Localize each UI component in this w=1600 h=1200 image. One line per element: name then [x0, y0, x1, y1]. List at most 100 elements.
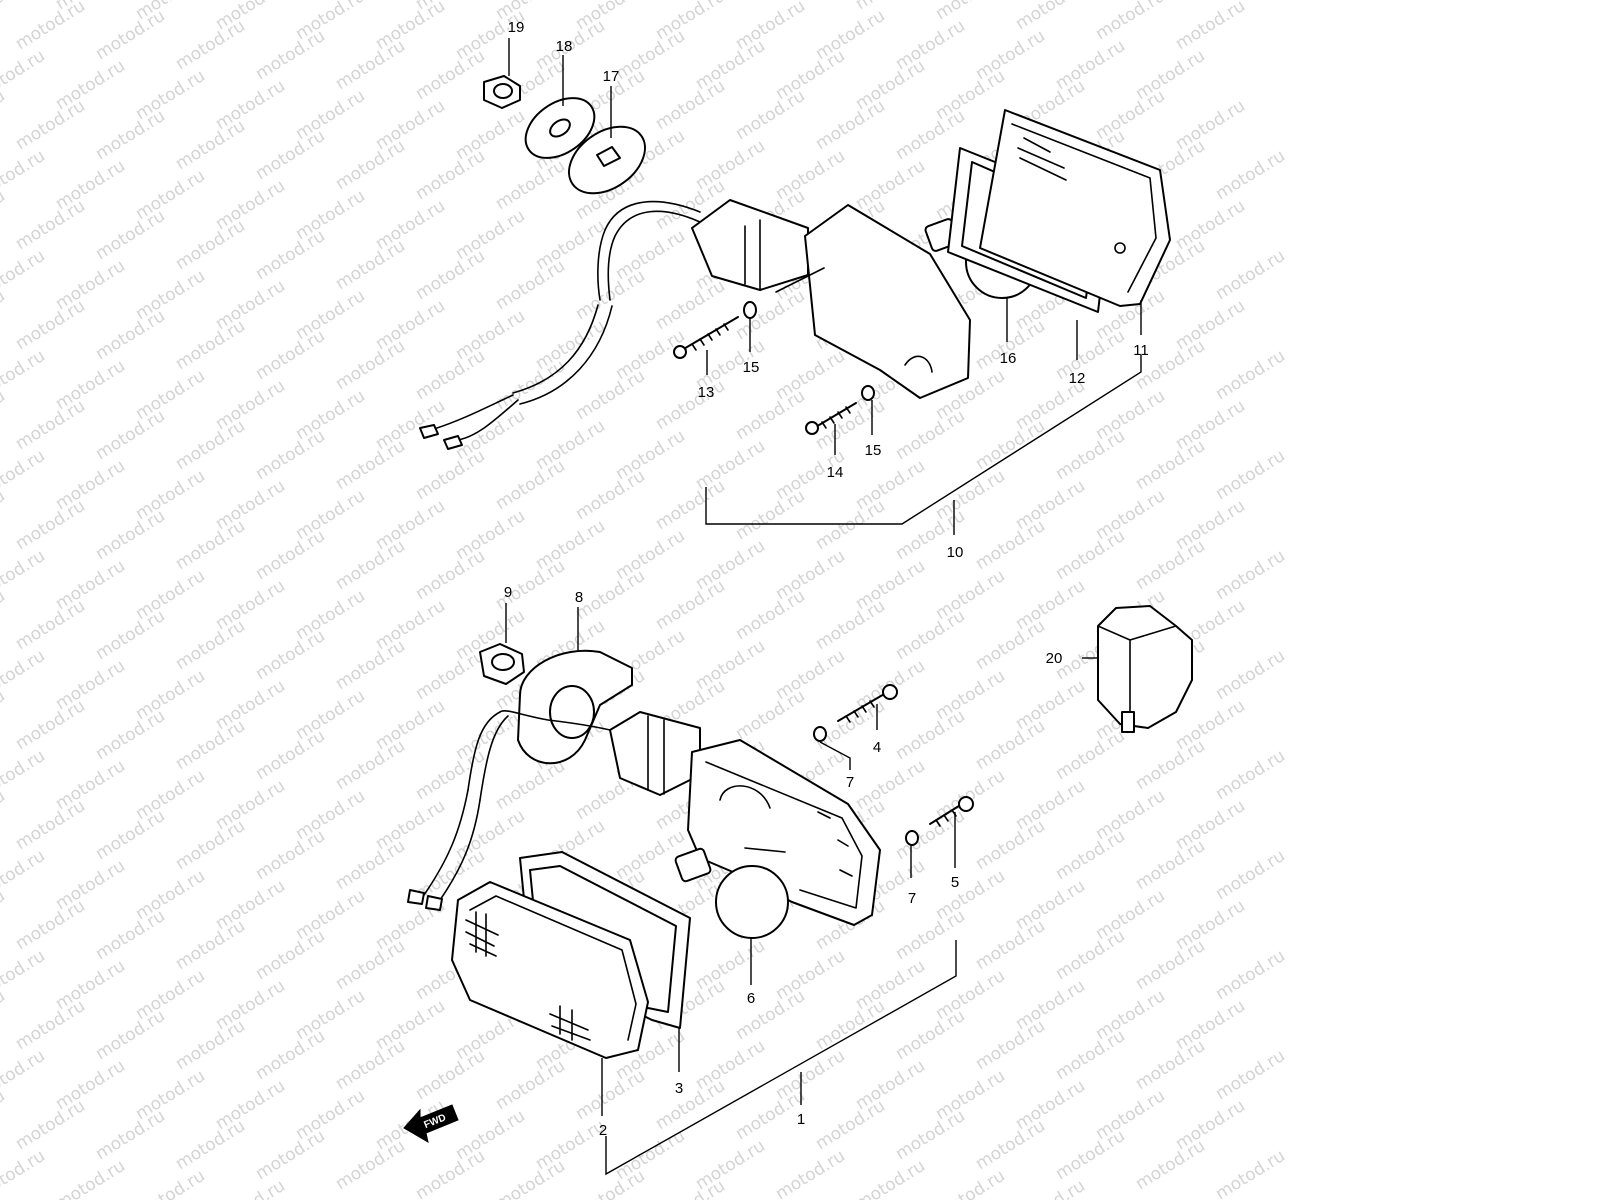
screw-13[interactable]: [673, 316, 739, 359]
watermark-text: motod.ru: [972, 816, 1049, 874]
watermark-text: motod.ru: [332, 1036, 409, 1094]
watermark-text: motod.ru: [412, 546, 489, 604]
watermark-text: motod.ru: [412, 446, 489, 504]
watermark-text: motod.ru: [732, 986, 809, 1044]
washer-15-upper[interactable]: [743, 301, 757, 319]
watermark-text: motod.ru: [0, 1146, 49, 1200]
watermark-text: motod.ru: [852, 0, 929, 14]
callout-9: 9: [504, 584, 512, 601]
watermark-text: motod.ru: [892, 606, 969, 664]
watermark-text: motod.ru: [1212, 1046, 1289, 1104]
washer-18[interactable]: [515, 86, 606, 171]
watermark-text: motod.ru: [1212, 546, 1289, 604]
watermark-text: motod.ru: [252, 226, 329, 284]
watermark-text: motod.ru: [132, 1166, 209, 1200]
relay-20[interactable]: [1097, 605, 1193, 733]
signal-housing-lower[interactable]: [609, 711, 881, 926]
watermark-text: motod.ru: [52, 1156, 129, 1200]
watermark-text: motod.ru: [252, 326, 329, 384]
watermark-text: motod.ru: [812, 1096, 889, 1154]
watermark-text: motod.ru: [92, 506, 169, 564]
watermark-text: motod.ru: [412, 746, 489, 804]
watermark-text: motod.ru: [1212, 446, 1289, 504]
watermark-text: motod.ru: [12, 196, 89, 254]
watermark-text: motod.ru: [252, 926, 329, 984]
nut-19[interactable]: [483, 75, 521, 109]
watermark-text: motod.ru: [412, 146, 489, 204]
watermark-text: motod.ru: [732, 486, 809, 544]
watermark-text: motod.ru: [972, 916, 1049, 974]
arrow-left-icon: [403, 1104, 459, 1144]
watermark-text: motod.ru: [172, 916, 249, 974]
screw-4[interactable]: [837, 684, 898, 723]
callout-10: 10: [947, 544, 964, 561]
watermark-text: motod.ru: [172, 716, 249, 774]
watermark-text: motod.ru: [892, 1006, 969, 1064]
watermark-text: motod.ru: [172, 616, 249, 674]
washer-7-lower[interactable]: [905, 830, 919, 846]
washer-15-lower[interactable]: [861, 385, 875, 401]
lower-turn-signal-assembly: [407, 643, 974, 1059]
watermark-text: motod.ru: [972, 416, 1049, 474]
watermark-text: motod.ru: [1012, 0, 1089, 34]
screw-5[interactable]: [929, 796, 974, 827]
lens-2[interactable]: [451, 881, 649, 1059]
callout-8: 8: [575, 589, 583, 606]
watermark-text: motod.ru: [332, 336, 409, 394]
watermark-text: motod.ru: [12, 0, 89, 54]
watermark-text: motod.ru: [172, 216, 249, 274]
watermark-text: motod.ru: [852, 1156, 929, 1200]
watermark-text: motod.ru: [932, 0, 1009, 24]
watermark-text: motod.ru: [1212, 646, 1289, 704]
watermark-text: motod.ru: [0, 846, 49, 904]
watermark-text: motod.ru: [812, 996, 889, 1054]
watermark-text: motod.ru: [892, 106, 969, 164]
gasket-17[interactable]: [557, 113, 658, 207]
callout-7-lower: 7: [908, 890, 916, 907]
callout-16: 16: [1000, 350, 1017, 367]
watermark-text: motod.ru: [492, 156, 569, 214]
watermark-text: motod.ru: [1132, 1036, 1209, 1094]
watermark-text: motod.ru: [1132, 1136, 1209, 1194]
watermark-text: motod.ru: [252, 526, 329, 584]
watermark-text: motod.ru: [252, 126, 329, 184]
watermark-text: motod.ru: [12, 396, 89, 454]
watermark-text: motod.ru: [12, 96, 89, 154]
watermark-text: motod.ru: [1212, 246, 1289, 304]
watermark-text: motod.ru: [92, 1106, 169, 1164]
watermark-text: motod.ru: [732, 586, 809, 644]
screw-14[interactable]: [805, 402, 857, 435]
watermark-text: motod.ru: [252, 726, 329, 784]
bulb-6[interactable]: [674, 847, 789, 939]
watermark-text: motod.ru: [0, 646, 49, 704]
watermark-text: motod.ru: [332, 436, 409, 494]
watermark-text: motod.ru: [12, 696, 89, 754]
watermark-text: motod.ru: [972, 616, 1049, 674]
watermark-text: motod.ru: [972, 516, 1049, 574]
watermark-text: motod.ru: [12, 896, 89, 954]
watermark-text: motod.ru: [412, 1046, 489, 1104]
watermark-text: motod.ru: [1052, 1126, 1129, 1184]
watermark-text: motod.ru: [0, 586, 9, 644]
washer-7-upper[interactable]: [813, 726, 827, 742]
callout-labels: 19 18 17 13 15 14 15 16 12 11 10 9 8 20 …: [504, 19, 1149, 1139]
watermark-text: motod.ru: [92, 406, 169, 464]
lens-11[interactable]: [979, 109, 1171, 307]
callout-12: 12: [1069, 370, 1086, 387]
watermark-text: motod.ru: [812, 96, 889, 154]
watermark-text: motod.ru: [332, 36, 409, 94]
watermark-text: motod.ru: [332, 636, 409, 694]
watermark-text: motod.ru: [972, 1016, 1049, 1074]
watermark-text: motod.ru: [1052, 926, 1129, 984]
watermark-text: motod.ru: [652, 376, 729, 434]
watermark-text: motod.ru: [772, 0, 849, 4]
watermark-text: motod.ru: [0, 0, 9, 44]
watermark-text: motod.ru: [252, 826, 329, 884]
watermark-text: motod.ru: [92, 206, 169, 264]
nut-9[interactable]: [479, 643, 525, 685]
watermark-text: motod.ru: [0, 1086, 9, 1144]
watermark-text: motod.ru: [0, 386, 9, 444]
watermark-text: motod.ru: [812, 596, 889, 654]
signal-housing-upper[interactable]: [691, 199, 971, 399]
watermark-text: motod.ru: [92, 906, 169, 964]
